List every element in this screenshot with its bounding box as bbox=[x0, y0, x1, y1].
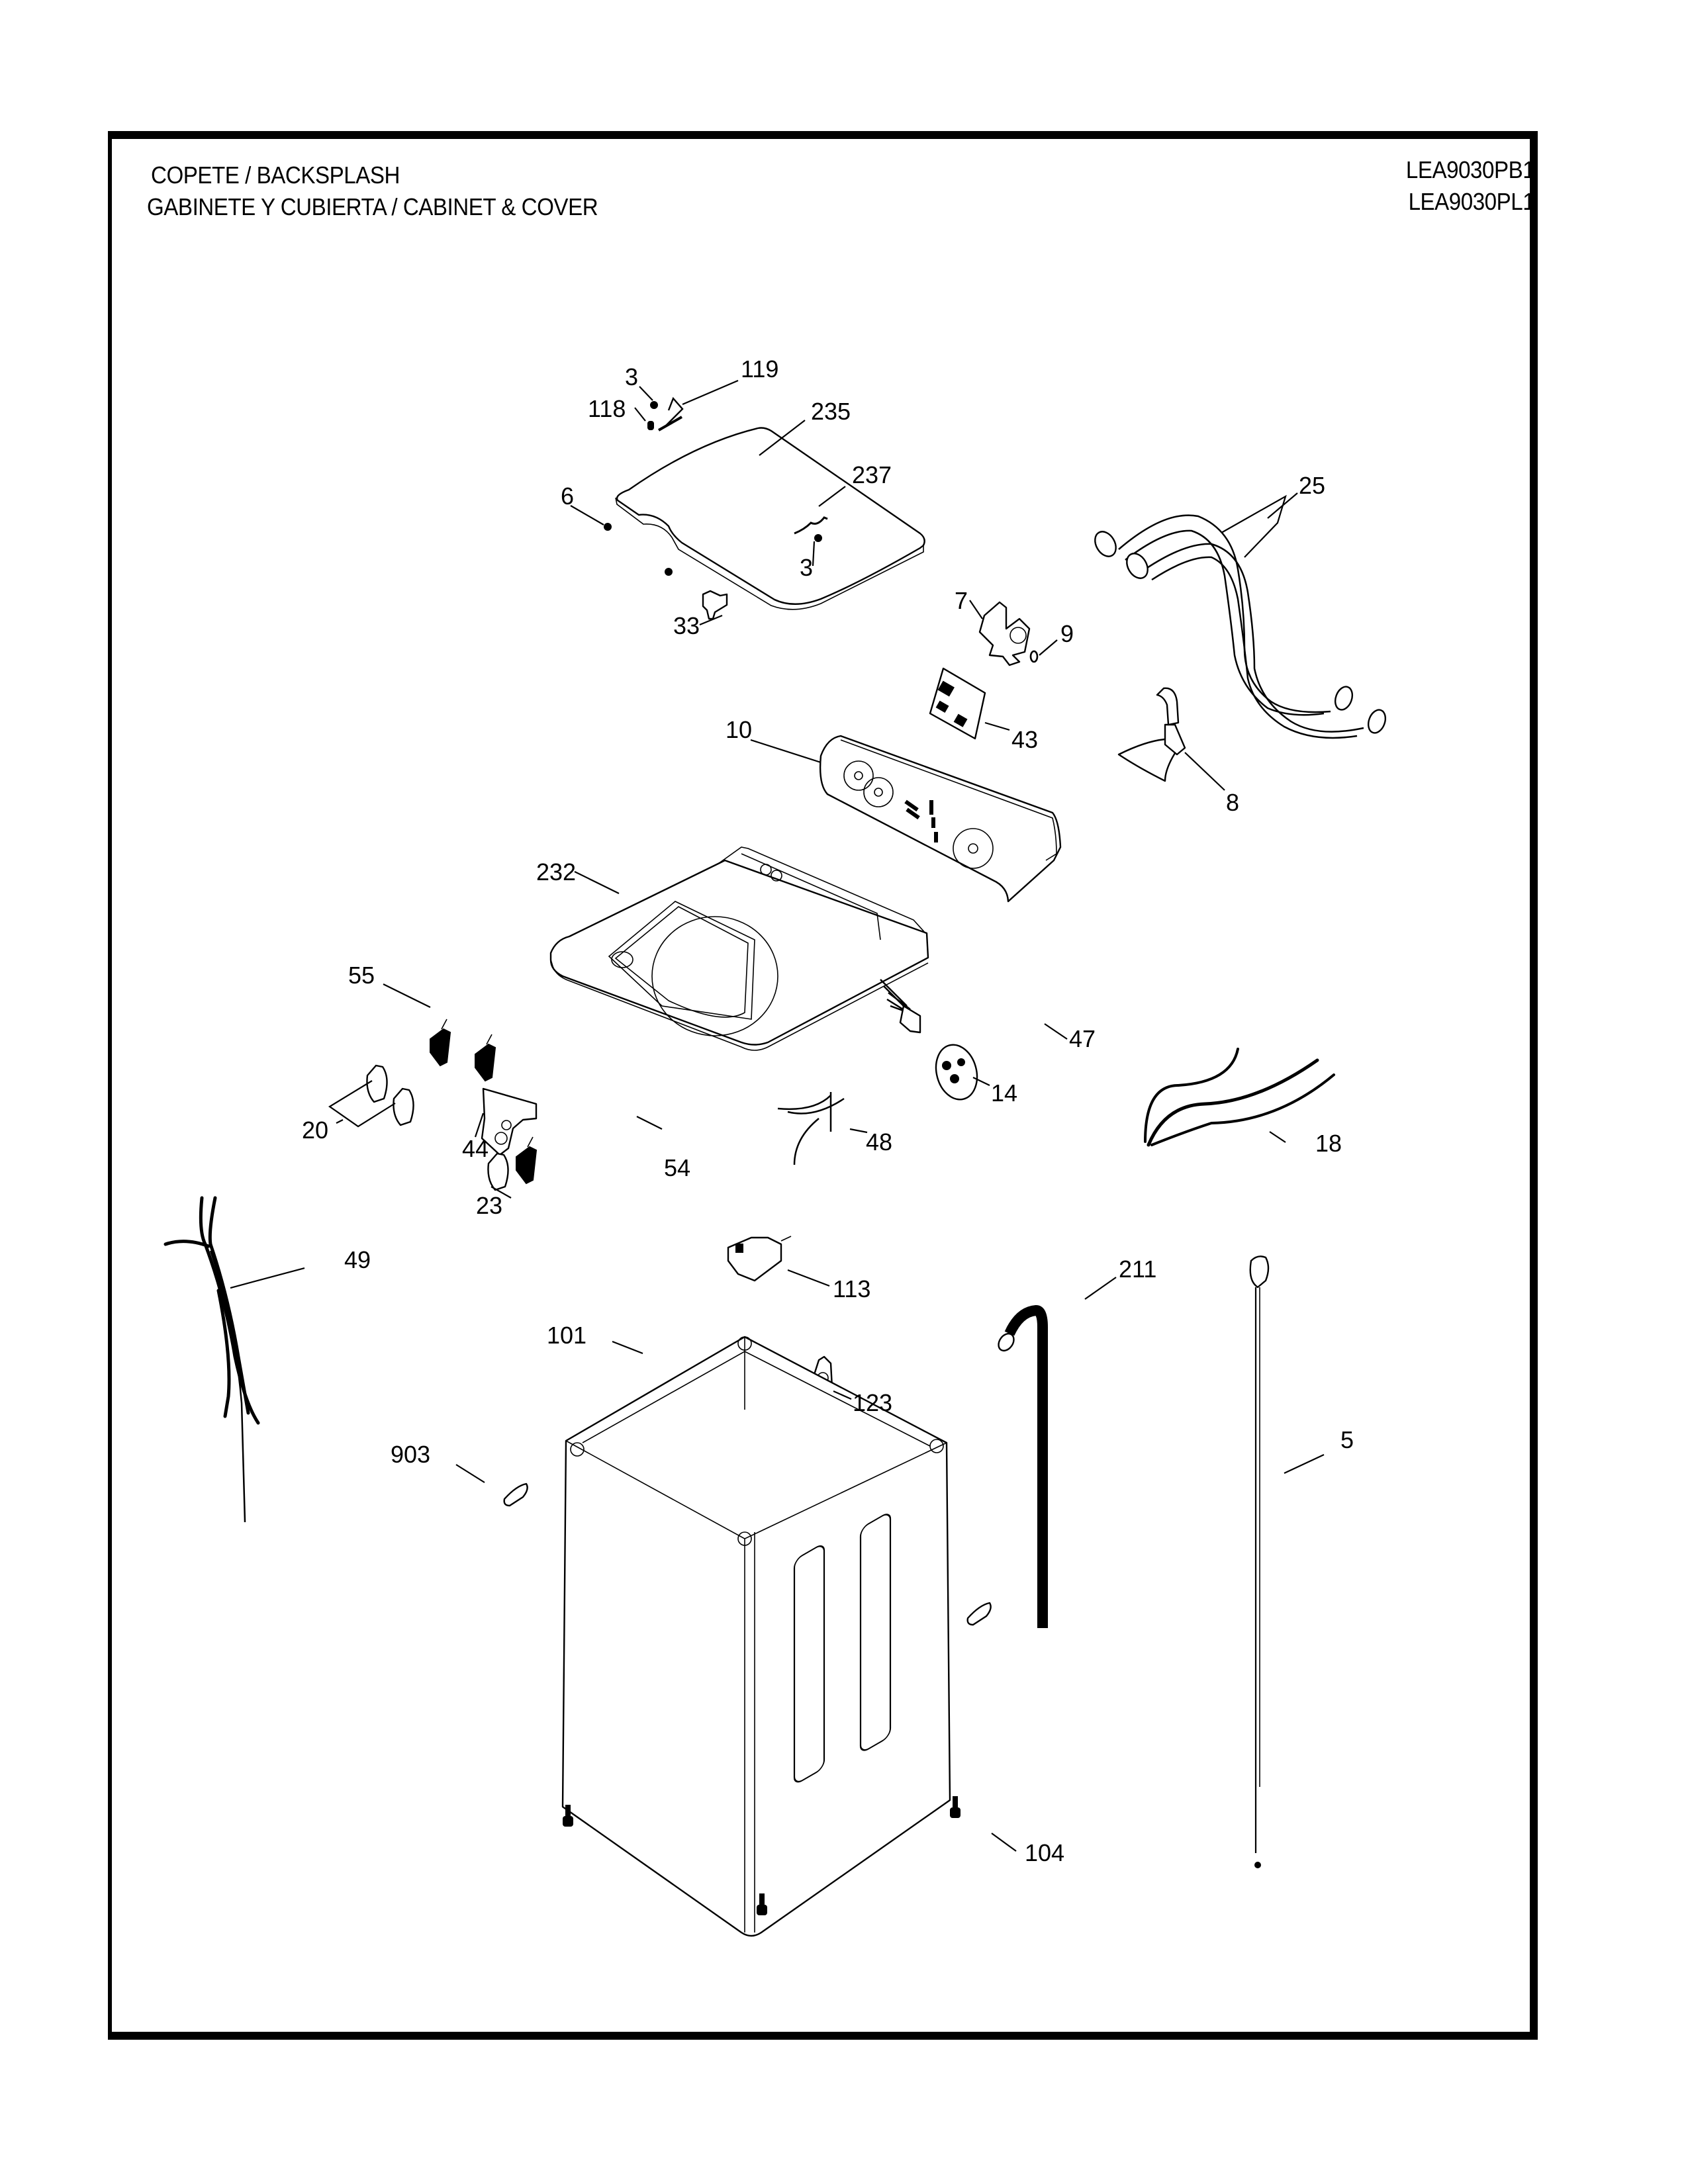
part-hinge-spring-119[interactable] bbox=[658, 396, 684, 432]
part-selector-switch-44[interactable] bbox=[481, 1087, 538, 1156]
part-wire-harness-49[interactable] bbox=[164, 1196, 260, 1523]
callout-118: 118 bbox=[588, 395, 626, 422]
callout-903: 903 bbox=[391, 1441, 430, 1468]
callout-14: 14 bbox=[991, 1079, 1017, 1107]
part-lid-lock-33[interactable] bbox=[702, 590, 728, 620]
part-top-cover-232[interactable] bbox=[549, 846, 929, 1051]
callout-10: 10 bbox=[726, 716, 752, 743]
callout-3a: 3 bbox=[625, 363, 638, 390]
part-handle-right[interactable] bbox=[966, 1602, 992, 1626]
callout-119: 119 bbox=[741, 355, 778, 383]
part-switch-54[interactable] bbox=[516, 1136, 538, 1185]
callout-49: 49 bbox=[344, 1246, 371, 1273]
callout-237: 237 bbox=[852, 461, 892, 488]
part-screw-3a[interactable] bbox=[650, 401, 658, 409]
part-bushing-118[interactable] bbox=[647, 421, 654, 430]
part-wire-harness-18[interactable] bbox=[1144, 1048, 1335, 1147]
model-number-2: LEA9030PL1 bbox=[1408, 188, 1534, 215]
part-screw-lid[interactable] bbox=[665, 568, 673, 576]
part-pressure-switch-14[interactable] bbox=[930, 1040, 983, 1105]
callout-labels: 3 119 118 235 6 237 3 33 25 7 9 10 43 8 … bbox=[302, 355, 1354, 1866]
callout-25: 25 bbox=[1299, 472, 1325, 499]
callout-9: 9 bbox=[1060, 620, 1074, 647]
part-wire-harness-47[interactable] bbox=[880, 979, 921, 1034]
part-wires-48[interactable] bbox=[777, 1092, 845, 1165]
callout-6: 6 bbox=[561, 482, 574, 510]
part-knobs-20[interactable] bbox=[366, 1064, 414, 1126]
part-suspension-rod-5[interactable] bbox=[1249, 1255, 1270, 1868]
part-cabinet-101[interactable] bbox=[561, 1336, 951, 1937]
callout-8: 8 bbox=[1226, 789, 1239, 816]
part-dispenser-8[interactable] bbox=[1117, 687, 1186, 782]
callout-101: 101 bbox=[547, 1322, 586, 1349]
callout-123: 123 bbox=[853, 1389, 892, 1416]
part-water-valve-7[interactable] bbox=[978, 601, 1031, 666]
part-lid-switch-113[interactable] bbox=[727, 1236, 792, 1282]
callout-55: 55 bbox=[348, 962, 375, 989]
callout-54: 54 bbox=[664, 1154, 690, 1181]
part-lid-235[interactable] bbox=[615, 427, 925, 610]
part-hose-clamp-9[interactable] bbox=[1029, 650, 1039, 663]
leader-lines bbox=[230, 379, 1325, 1852]
part-inlet-hoses-25[interactable] bbox=[1091, 514, 1389, 739]
callout-113: 113 bbox=[833, 1275, 870, 1302]
part-switch-55[interactable] bbox=[430, 1019, 496, 1082]
diagram-border bbox=[108, 131, 1538, 2040]
callout-18: 18 bbox=[1315, 1130, 1342, 1157]
title-backsplash: COPETE / BACKSPLASH bbox=[151, 161, 400, 189]
callout-232: 232 bbox=[536, 858, 576, 886]
part-knob-23[interactable] bbox=[487, 1152, 509, 1191]
part-clip-237[interactable] bbox=[794, 516, 828, 535]
callout-44: 44 bbox=[462, 1135, 489, 1162]
callout-33: 33 bbox=[673, 612, 700, 639]
callout-20: 20 bbox=[302, 1116, 328, 1144]
part-leveling-legs-104[interactable] bbox=[563, 1796, 961, 1915]
callout-3b: 3 bbox=[800, 554, 813, 581]
callout-47: 47 bbox=[1069, 1025, 1096, 1052]
model-number-1: LEA9030PB1 bbox=[1405, 156, 1535, 183]
part-screw-6[interactable] bbox=[604, 523, 612, 531]
part-control-board-43[interactable] bbox=[929, 667, 986, 740]
callout-5: 5 bbox=[1340, 1426, 1354, 1453]
title-cabinet-cover: GABINETE Y CUBIERTA / CABINET & COVER bbox=[147, 193, 598, 220]
part-handle-903[interactable] bbox=[503, 1482, 528, 1507]
callout-235: 235 bbox=[811, 398, 851, 425]
callout-48: 48 bbox=[866, 1128, 892, 1156]
callout-211: 211 bbox=[1119, 1255, 1156, 1283]
callout-7: 7 bbox=[955, 587, 968, 614]
callout-104: 104 bbox=[1025, 1839, 1064, 1866]
callout-23: 23 bbox=[476, 1192, 502, 1219]
callout-43: 43 bbox=[1011, 726, 1038, 753]
part-drain-hose-211[interactable] bbox=[996, 1304, 1048, 1628]
part-screw-3b[interactable] bbox=[814, 534, 822, 542]
part-console-backsplash-10[interactable] bbox=[819, 735, 1062, 903]
